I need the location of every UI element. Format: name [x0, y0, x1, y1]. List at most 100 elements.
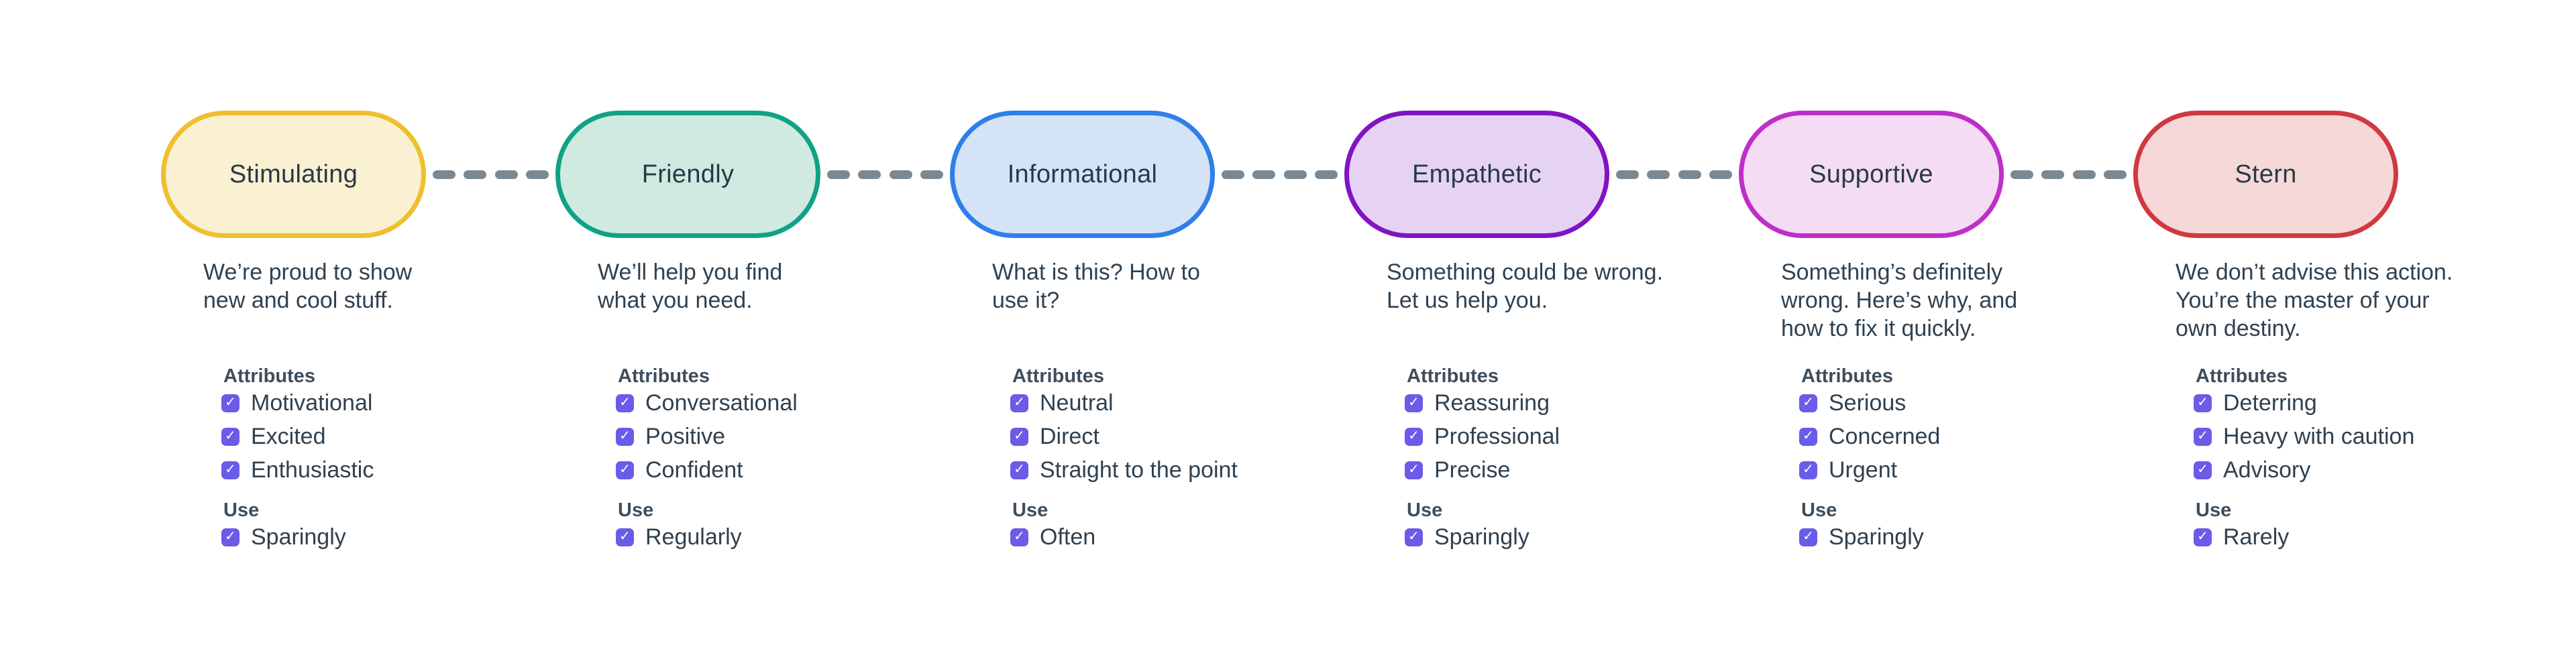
checkbox-checked[interactable]: ✓ [2194, 394, 2212, 412]
attributes-heading: Attributes [223, 365, 315, 387]
check-icon: ✓ [1803, 428, 1814, 443]
checkbox-checked[interactable]: ✓ [221, 427, 239, 446]
checkbox-checked[interactable]: ✓ [221, 528, 239, 546]
connector-dash [433, 170, 455, 179]
attribute-label: Concerned [1829, 423, 1941, 449]
use-row: ✓ Rarely [2194, 524, 2463, 550]
connector-dash [1709, 170, 1732, 179]
use-row: ✓ Often [1010, 524, 1280, 550]
connector-dashed-line [1222, 170, 1338, 179]
use-row: ✓ Sparingly [1799, 524, 2069, 550]
tone-pill: Friendly [555, 111, 820, 238]
attribute-label: Excited [251, 423, 326, 449]
attribute-row: ✓ Excited [221, 424, 491, 449]
tone-pill: Supportive [1739, 111, 2004, 238]
connector-dash [525, 170, 549, 179]
use-row: ✓ Regularly [616, 524, 885, 550]
checkbox-checked[interactable]: ✓ [2194, 427, 2212, 446]
attribute-row: ✓ Serious [1799, 390, 2069, 416]
checkbox-checked[interactable]: ✓ [1799, 528, 1817, 546]
attribute-label: Positive [645, 423, 726, 449]
connector-dash [858, 170, 881, 179]
attribute-label: Enthusiastic [251, 457, 374, 483]
attribute-label: Heavy with caution [2223, 423, 2415, 449]
checkbox-checked[interactable]: ✓ [2194, 461, 2212, 479]
check-icon: ✓ [1803, 529, 1814, 544]
connector-dash [827, 170, 850, 179]
use-row: ✓ Sparingly [221, 524, 491, 550]
checkbox-checked[interactable]: ✓ [221, 394, 239, 412]
connector-dash [1678, 170, 1701, 179]
tone-column-stern: Stern We don’t advise this action. You’r… [2069, 0, 2463, 550]
attribute-label: Deterring [2223, 390, 2317, 416]
attribute-row: ✓ Confident [616, 457, 885, 483]
attribute-label: Motivational [251, 390, 373, 416]
connector-dashed-line [2010, 170, 2127, 179]
checkbox-checked[interactable]: ✓ [1799, 461, 1817, 479]
tone-pill-label: Empathetic [1411, 160, 1542, 188]
tone-description: We don’t advise this action. You’re the … [2176, 259, 2453, 341]
connector-dash [1647, 170, 1670, 179]
tone-pill: Stimulating [161, 111, 426, 238]
checkbox-checked[interactable]: ✓ [1010, 461, 1028, 479]
connector-dash [464, 170, 487, 179]
attribute-label: Direct [1040, 423, 1099, 449]
attribute-row: ✓ Professional [1405, 424, 1674, 449]
check-icon: ✓ [1803, 395, 1814, 410]
check-icon: ✓ [1408, 529, 1419, 544]
use-label: Rarely [2223, 524, 2290, 550]
checkbox-checked[interactable]: ✓ [616, 461, 634, 479]
check-icon: ✓ [2197, 462, 2208, 477]
checkbox-checked[interactable]: ✓ [616, 394, 634, 412]
connector-dashed-line [1616, 170, 1732, 179]
checkbox-checked[interactable]: ✓ [616, 528, 634, 546]
checkbox-checked[interactable]: ✓ [1405, 528, 1423, 546]
connector-dash [889, 170, 912, 179]
connector-dashed-line [827, 170, 943, 179]
checkbox-checked[interactable]: ✓ [1405, 427, 1423, 446]
attribute-row: ✓ Motivational [221, 390, 491, 416]
tone-pill: Stern [2133, 111, 2398, 238]
use-heading: Use [1407, 499, 1443, 521]
checkbox-checked[interactable]: ✓ [1405, 461, 1423, 479]
tone-description: Something could be wrong. Let us help yo… [1387, 259, 1664, 313]
checkbox-checked[interactable]: ✓ [1799, 427, 1817, 446]
attribute-row: ✓ Advisory [2194, 457, 2463, 483]
tone-pill: Informational [950, 111, 1215, 238]
attribute-row: ✓ Deterring [2194, 390, 2463, 416]
use-label: Sparingly [1434, 524, 1529, 550]
checkbox-checked[interactable]: ✓ [2194, 528, 2212, 546]
tone-description: We’re proud to show new and cool stuff. [203, 259, 413, 313]
checkbox-checked[interactable]: ✓ [616, 427, 634, 446]
check-icon: ✓ [619, 462, 631, 477]
attribute-label: Urgent [1829, 457, 1898, 483]
connector-dash [1222, 170, 1244, 179]
checkbox-checked[interactable]: ✓ [221, 461, 239, 479]
check-icon: ✓ [1408, 462, 1419, 477]
tone-pill-label: Friendly [641, 160, 735, 188]
attributes-heading: Attributes [618, 365, 710, 387]
checkbox-checked[interactable]: ✓ [1405, 394, 1423, 412]
check-icon: ✓ [1803, 462, 1814, 477]
connector-dash [1616, 170, 1639, 179]
attribute-row: ✓ Straight to the point [1010, 457, 1280, 483]
tone-pill-label: Stimulating [229, 160, 358, 188]
check-icon: ✓ [1014, 529, 1025, 544]
checkbox-checked[interactable]: ✓ [1010, 427, 1028, 446]
tone-column-empathetic: Empathetic Something could be wrong. Let… [1280, 0, 1732, 550]
checkbox-checked[interactable]: ✓ [1799, 394, 1817, 412]
use-label: Sparingly [251, 524, 346, 550]
check-icon: ✓ [225, 529, 236, 544]
use-heading: Use [1801, 499, 1837, 521]
attribute-label: Confident [645, 457, 743, 483]
connector-dashed-line [433, 170, 549, 179]
check-icon: ✓ [2197, 428, 2208, 443]
checkbox-checked[interactable]: ✓ [1010, 528, 1028, 546]
use-heading: Use [618, 499, 654, 521]
connector-dash [2010, 170, 2033, 179]
tone-description: What is this? How to use it? [992, 259, 1200, 313]
attribute-row: ✓ Urgent [1799, 457, 2069, 483]
checkbox-checked[interactable]: ✓ [1010, 394, 1028, 412]
tone-column-stimulating: Stimulating We’re proud to show new and … [97, 0, 549, 550]
